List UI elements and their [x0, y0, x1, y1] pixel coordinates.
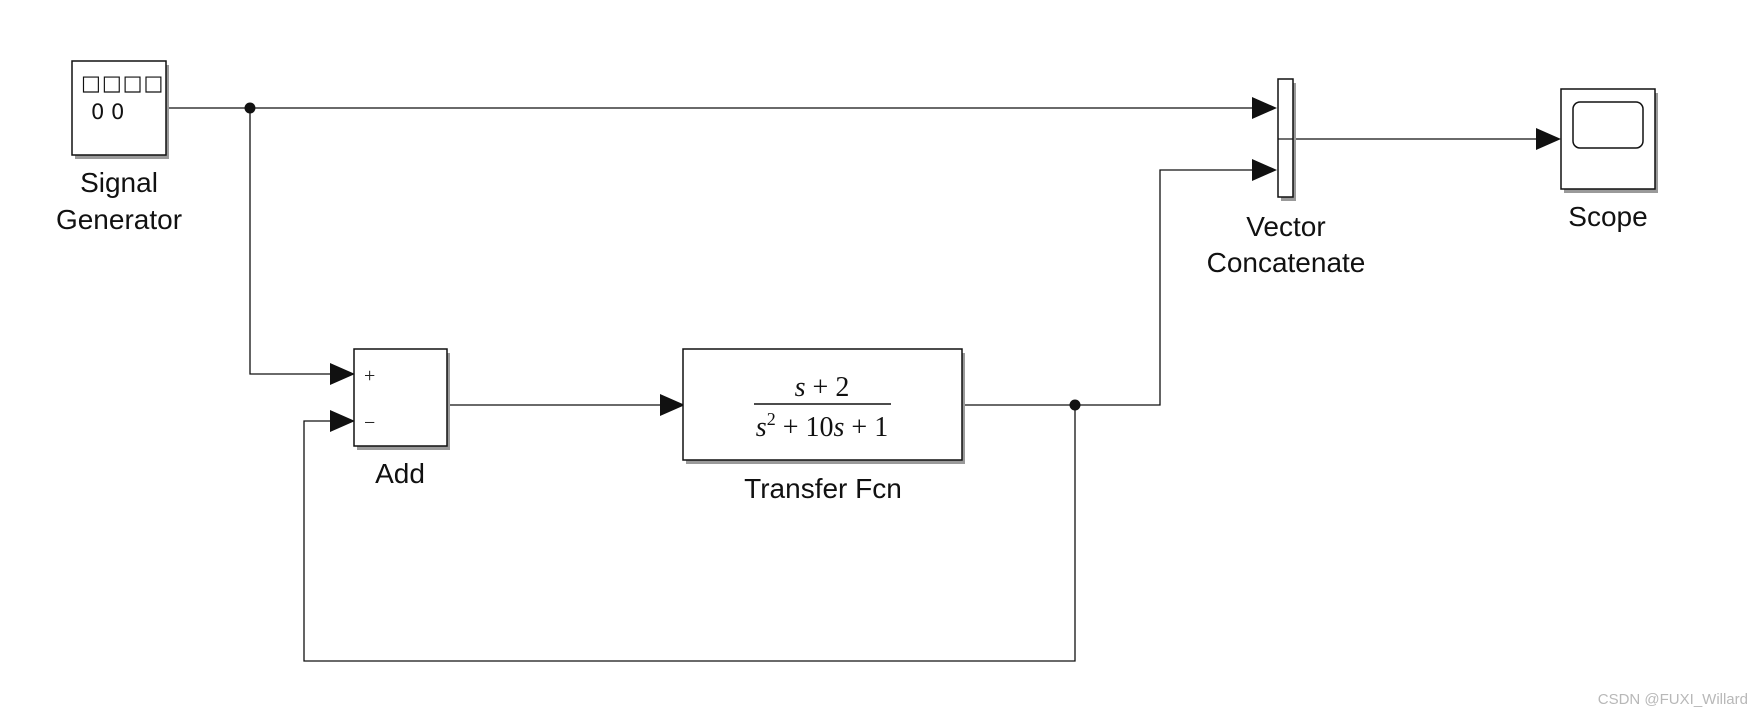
scope-screen-icon	[1572, 101, 1644, 149]
vector-concatenate-label-line2: Concatenate	[1207, 247, 1366, 278]
transfer-fcn-label: Transfer Fcn	[744, 473, 902, 504]
signal-generator-label-line1: Signal	[80, 167, 158, 198]
add-port-plus: +	[364, 365, 375, 387]
vector-concatenate-body[interactable]	[1277, 78, 1294, 198]
signal-lines	[166, 107, 1536, 662]
add-block[interactable]: + −	[353, 348, 450, 450]
signal-generator-body[interactable]	[71, 60, 167, 156]
vector-concatenate-label-line1: Vector	[1246, 211, 1325, 242]
scope-block[interactable]	[1560, 88, 1658, 193]
arrowhead-concat-in-1	[1252, 97, 1277, 119]
wire-output-to-concat-2[interactable]	[1075, 169, 1252, 406]
add-body[interactable]	[353, 348, 448, 447]
signal-generator-block[interactable]: □□□□ 0 0	[71, 60, 169, 159]
vector-concatenate-block[interactable]	[1277, 78, 1296, 201]
add-label: Add	[375, 458, 425, 489]
arrowhead-add-plus	[330, 363, 355, 385]
arrowhead-transfer-fcn-in	[660, 394, 685, 416]
signal-generator-icon-top: □□□□	[81, 71, 164, 95]
transfer-fcn-numerator: s + 2	[795, 372, 850, 403]
arrowhead-concat-in-2	[1252, 159, 1277, 181]
transfer-fcn-denominator: s2 + 10s + 1	[756, 409, 888, 443]
add-port-minus: −	[364, 412, 375, 434]
wire-branch-to-add-plus[interactable]	[249, 108, 330, 375]
branch-point-output[interactable]	[1069, 399, 1081, 411]
transfer-fcn-block[interactable]: s + 2 s2 + 10s + 1	[682, 348, 965, 464]
scope-label: Scope	[1568, 201, 1647, 232]
branch-points	[244, 102, 1081, 411]
arrowhead-add-minus	[330, 410, 355, 432]
branch-point-generator[interactable]	[244, 102, 256, 114]
arrowheads	[330, 97, 1561, 432]
signal-generator-label-line2: Generator	[56, 204, 182, 235]
arrowhead-scope-in	[1536, 128, 1561, 150]
wire-feedback-loop[interactable]	[303, 405, 1076, 662]
signal-generator-icon-bottom: 0 0	[91, 100, 124, 124]
watermark: CSDN @FUXI_Willard	[1598, 691, 1748, 708]
